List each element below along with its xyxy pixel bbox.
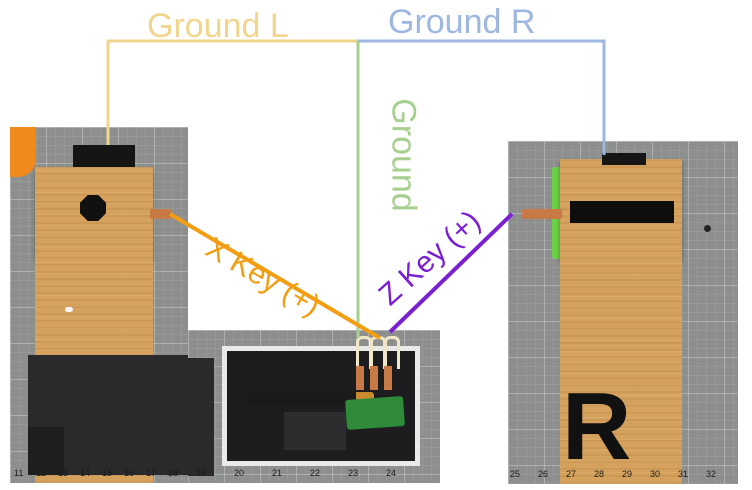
ruler-label: 14 — [80, 468, 91, 478]
black-cover-right — [188, 358, 214, 476]
right-board-photo: R 25 26 27 28 29 30 31 32 — [508, 141, 738, 484]
enclosure-photo: 19 20 21 22 23 24 — [188, 330, 440, 483]
ruler-label: 12 — [36, 468, 47, 478]
ruler-label: 16 — [124, 468, 135, 478]
circuit-board — [345, 396, 405, 430]
board-letter-r: R — [562, 373, 632, 480]
ruler-left: 11 12 13 14 15 16 17 18 — [10, 467, 188, 483]
ruler-label: 31 — [678, 469, 689, 479]
label-x-key: X Key (+) — [200, 231, 326, 323]
ruler-label: 17 — [146, 468, 157, 478]
ruler-label: 13 — [58, 468, 69, 478]
label-ground: Ground — [384, 98, 423, 212]
ruler-label: 19 — [196, 468, 207, 478]
ruler-label: 32 — [706, 469, 717, 479]
ruler-label: 15 — [102, 468, 113, 478]
label-z-key: Z Key (+) — [372, 204, 488, 312]
copper-strips — [356, 366, 398, 390]
octagon-marker — [80, 195, 106, 221]
ruler-label: 27 — [566, 469, 577, 479]
ruler-label: 11 — [14, 468, 24, 478]
wire-hook-3 — [384, 336, 400, 369]
copper-contact-z — [522, 209, 562, 219]
ruler-right: 25 26 27 28 29 30 31 32 — [508, 468, 738, 484]
black-bar-marker — [570, 201, 674, 223]
ruler-label: 22 — [310, 468, 321, 478]
ruler-label: 26 — [538, 469, 549, 479]
ruler-label: 29 — [622, 469, 633, 479]
ruler-label: 21 — [272, 468, 283, 478]
left-board-photo: 11 12 13 14 15 16 17 18 — [10, 127, 188, 483]
scissors — [10, 127, 36, 177]
copper-contact-x — [150, 209, 172, 219]
ruler-label: 24 — [386, 468, 397, 478]
mat-dot — [704, 225, 711, 232]
right-long-board — [560, 259, 682, 484]
ruler-label: 23 — [348, 468, 359, 478]
ruler-label: 25 — [510, 469, 521, 479]
ruler-label: 18 — [168, 468, 179, 478]
ruler-label: 28 — [594, 469, 605, 479]
black-cover-edge — [28, 427, 64, 475]
ruler-label: 30 — [650, 469, 661, 479]
foam-block — [284, 412, 346, 450]
ruler-bottom: 19 20 21 22 23 24 — [188, 467, 440, 483]
label-ground-left: Ground L — [147, 7, 289, 45]
ruler-label: 20 — [234, 468, 245, 478]
label-ground-right: Ground R — [388, 3, 536, 41]
white-dot — [65, 307, 73, 312]
ground-tab-right — [602, 153, 646, 165]
